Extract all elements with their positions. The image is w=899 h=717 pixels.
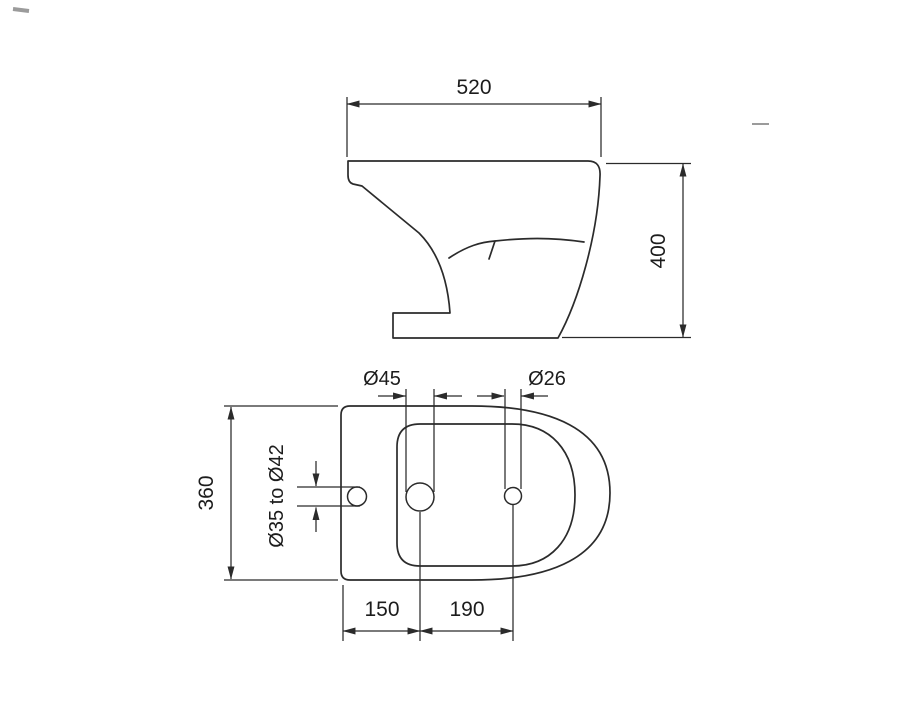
bidet-side-profile: [347, 160, 601, 339]
dim-faucet-diameter: Ø26: [477, 368, 566, 489]
dim-width-label: 520: [456, 76, 491, 99]
bowl-interior-line: [448, 237, 585, 259]
dim-inlet-diameter-label: Ø35 to Ø42: [266, 444, 288, 547]
drain-hole: [405, 482, 435, 512]
side-view: 520 400: [346, 76, 691, 339]
dim-depth-360: 360: [195, 405, 338, 581]
bidet-plan-outline: [340, 405, 611, 581]
dim-bottom-chain: 150 190: [342, 505, 514, 641]
print-artifact-top-left: [12, 7, 30, 13]
dim-faucet-diameter-label: Ø26: [528, 368, 566, 390]
dim-width-520: 520: [346, 76, 602, 157]
dim-offset-label: 150: [364, 598, 399, 621]
dim-height-400: 400: [562, 162, 691, 339]
dim-depth-label: 360: [195, 475, 218, 510]
dim-height-label: 400: [647, 233, 670, 268]
dim-drain-diameter-label: Ø45: [363, 368, 401, 390]
dim-drain-diameter: Ø45: [363, 368, 462, 492]
bidet-bowl-outline: [396, 423, 576, 567]
dim-inlet-diameter: Ø35 to Ø42: [266, 444, 360, 548]
water-inlet-hole: [346, 486, 368, 507]
faucet-hole: [503, 486, 523, 506]
dim-spacing-label: 190: [449, 598, 484, 621]
plan-view: Ø45 Ø26 360: [195, 368, 611, 641]
bowl-interior-notch: [488, 240, 496, 260]
